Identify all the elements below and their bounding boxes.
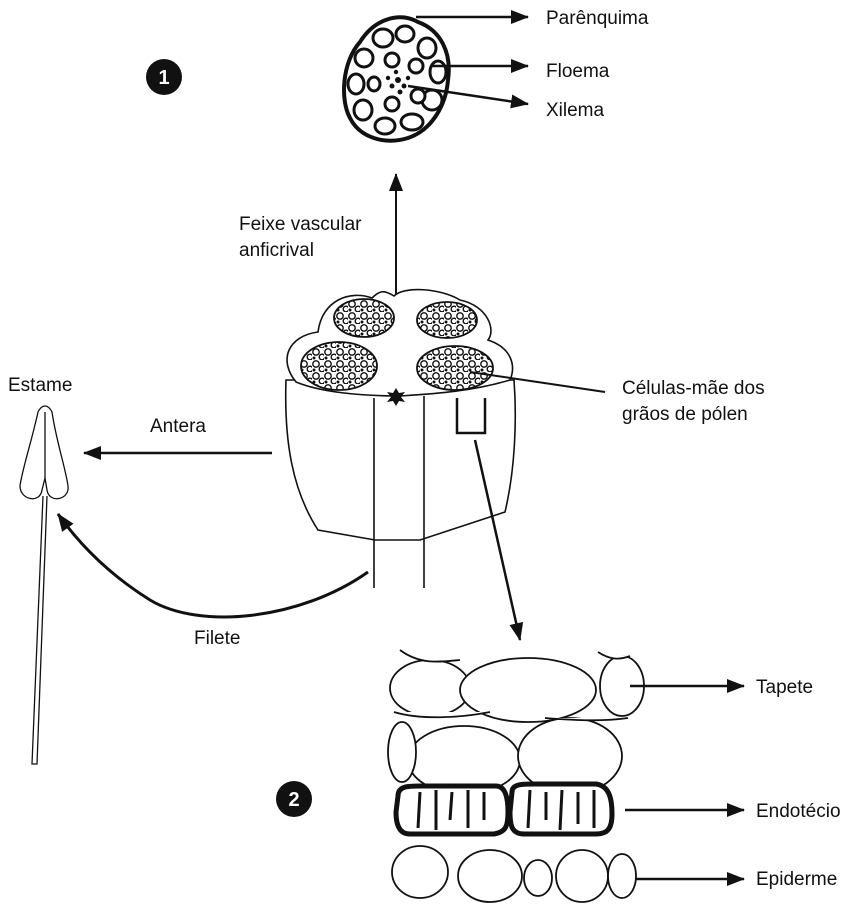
label-parenquima: Parênquima — [546, 8, 649, 29]
stamen-drawing — [20, 406, 68, 764]
label-graos-polen: grãos de pólen — [622, 404, 748, 425]
label-feixe-vascular: Feixe vascular — [239, 214, 362, 235]
anther-wall-detail — [388, 650, 644, 794]
anther-cross-section — [286, 290, 516, 588]
badge-2: 2 — [276, 781, 312, 817]
label-tapete: Tapete — [756, 677, 813, 698]
label-antera: Antera — [150, 416, 206, 437]
svg-text:1: 1 — [158, 67, 169, 89]
label-floema: Floema — [546, 61, 610, 82]
label-celulas-mae: Células-mãe dos — [622, 378, 765, 399]
epidermis-cells — [392, 846, 636, 902]
label-endotecio: Endotécio — [756, 801, 841, 822]
label-anficrival: anficrival — [239, 240, 314, 261]
endothecium-cells — [396, 784, 612, 834]
vascular-bundle-detail — [344, 17, 449, 140]
label-epiderme: Epiderme — [756, 869, 837, 890]
svg-text:2: 2 — [288, 789, 299, 811]
badge-1: 1 — [146, 59, 182, 95]
label-xilema: Xilema — [546, 100, 605, 121]
label-estame: Estame — [8, 375, 72, 396]
label-filete: Filete — [194, 628, 240, 649]
